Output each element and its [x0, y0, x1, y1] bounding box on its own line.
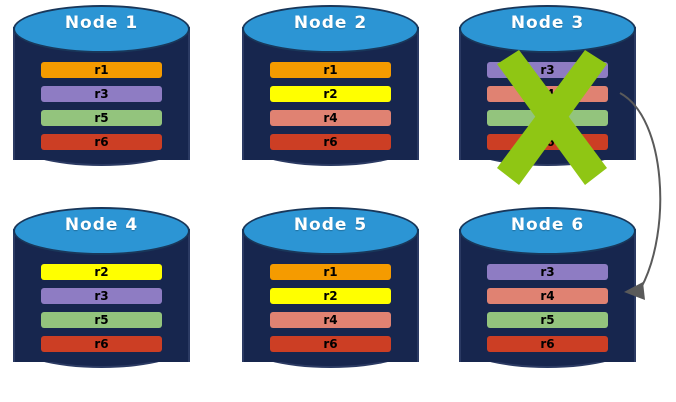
- record-list: r1 r2 r4 r6: [270, 62, 391, 150]
- node-5[interactable]: Node 5 r1 r2 r4 r6: [242, 207, 419, 384]
- record-bar[interactable]: r4: [487, 288, 608, 304]
- node-3[interactable]: Node 3 r3 r4 r5 r6: [459, 5, 636, 185]
- record-list: r2 r3 r5 r6: [41, 264, 162, 352]
- record-bar[interactable]: r2: [41, 264, 162, 280]
- record-bar[interactable]: r6: [487, 336, 608, 352]
- record-bar[interactable]: r1: [270, 264, 391, 280]
- node-label: Node 3: [510, 13, 585, 33]
- record-list: r1 r2 r4 r6: [270, 264, 391, 352]
- node-label: Node 2: [293, 13, 368, 33]
- cylinder-top: [242, 5, 419, 53]
- record-bar[interactable]: r6: [41, 134, 162, 150]
- record-bar[interactable]: r3: [41, 86, 162, 102]
- node-label: Node 1: [64, 13, 139, 33]
- cylinder-top: [242, 207, 419, 255]
- record-bar[interactable]: r3: [487, 62, 608, 78]
- record-list: r3 r4 r5 r6: [487, 264, 608, 352]
- node-label: Node 6: [510, 215, 585, 235]
- record-bar[interactable]: r6: [270, 134, 391, 150]
- node-2[interactable]: Node 2 r1 r2 r4 r6: [242, 5, 419, 182]
- cylinder-top: [13, 207, 190, 255]
- node-4[interactable]: Node 4 r2 r3 r5 r6: [13, 207, 190, 384]
- record-bar[interactable]: r6: [270, 336, 391, 352]
- record-bar[interactable]: r4: [487, 86, 608, 102]
- cylinder-top: [13, 5, 190, 53]
- record-bar[interactable]: r6: [487, 134, 608, 150]
- record-bar[interactable]: r5: [487, 312, 608, 328]
- record-bar[interactable]: r4: [270, 110, 391, 126]
- record-bar[interactable]: r5: [41, 110, 162, 126]
- record-bar[interactable]: r1: [41, 62, 162, 78]
- record-bar[interactable]: r3: [487, 264, 608, 280]
- record-bar[interactable]: r1: [270, 62, 391, 78]
- record-bar[interactable]: r4: [270, 312, 391, 328]
- record-bar[interactable]: r2: [270, 288, 391, 304]
- record-bar[interactable]: r5: [41, 312, 162, 328]
- node-label: Node 4: [64, 215, 139, 235]
- record-bar[interactable]: r6: [41, 336, 162, 352]
- record-bar[interactable]: r3: [41, 288, 162, 304]
- node-1[interactable]: Node 1 r1 r3 r5 r6: [13, 5, 190, 182]
- node-6[interactable]: Node 6 r3 r4 r5 r6: [459, 207, 636, 384]
- record-list: r3 r4 r5 r6: [487, 62, 608, 150]
- cylinder-top: [459, 207, 636, 255]
- node-label: Node 5: [293, 215, 368, 235]
- record-bar[interactable]: r5: [487, 110, 608, 126]
- record-list: r1 r3 r5 r6: [41, 62, 162, 150]
- record-bar[interactable]: r2: [270, 86, 391, 102]
